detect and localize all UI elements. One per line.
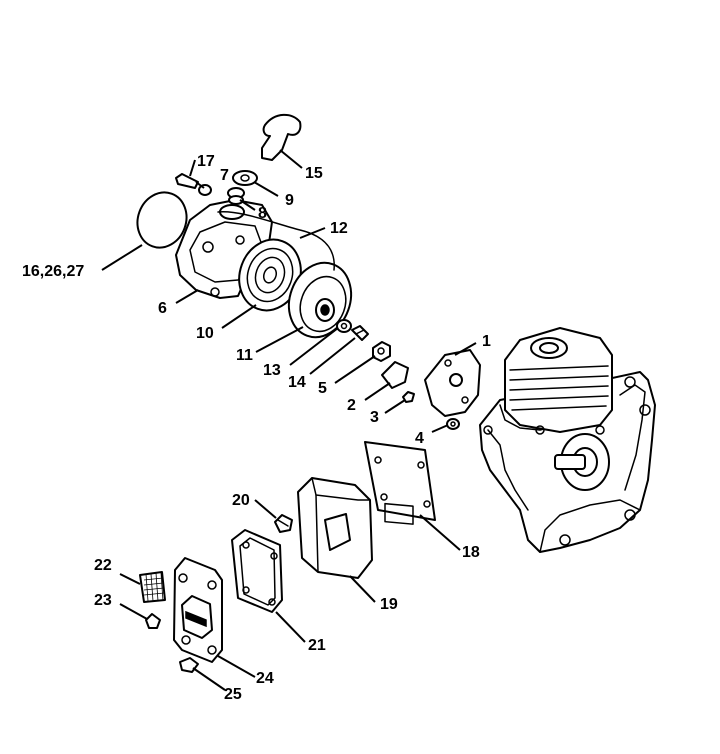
callout-23: 23 [94, 592, 112, 609]
washer-13 [336, 319, 352, 333]
callout-labels: 1 2 3 4 5 6 7 8 9 10 11 12 13 14 15 16,2… [22, 153, 491, 703]
rewind-spring [238, 238, 302, 312]
washer-4 [446, 418, 460, 430]
callout-10: 10 [196, 325, 214, 342]
callout-18: 18 [462, 544, 480, 561]
callout-20: 20 [232, 492, 250, 509]
callout-5: 5 [318, 380, 327, 397]
muffler-body [297, 477, 373, 579]
callout-2: 2 [347, 397, 356, 414]
leader-lines [101, 149, 477, 691]
callout-3: 3 [370, 409, 379, 426]
starter-rope [217, 211, 335, 271]
cover-gasket-ring [136, 191, 188, 249]
callout-22: 22 [94, 557, 112, 574]
screw-20 [274, 514, 293, 533]
callout-16-26-27: 16,26,27 [22, 263, 84, 280]
rope-spring [227, 187, 245, 205]
callout-24: 24 [256, 670, 274, 687]
callout-4: 4 [415, 430, 424, 447]
callout-21: 21 [308, 637, 326, 654]
screw-17 [175, 173, 199, 189]
callout-11: 11 [236, 347, 253, 364]
screw-14 [351, 325, 369, 341]
callout-9: 9 [285, 192, 294, 209]
rope-rotor-pulley [287, 261, 353, 339]
callout-14: 14 [288, 374, 306, 391]
callout-1: 1 [482, 333, 491, 350]
pawl-carrier-flywheel [424, 349, 481, 417]
callout-15: 15 [305, 165, 323, 182]
starter-grip-handle [261, 113, 302, 161]
nut-5 [372, 341, 391, 362]
rope-guide-bush [232, 170, 258, 186]
screw-23 [145, 613, 161, 629]
callout-13: 13 [263, 362, 281, 379]
callout-19: 19 [380, 596, 398, 613]
callout-12: 12 [330, 220, 348, 237]
gasket-18 [364, 441, 436, 525]
callout-8: 8 [258, 205, 267, 222]
muffler-end-plate [173, 557, 223, 663]
gasket-21 [231, 529, 283, 613]
callout-6: 6 [158, 300, 167, 317]
spark-arrestor-screen [139, 571, 166, 603]
pawl [381, 361, 409, 389]
callout-25: 25 [224, 686, 242, 703]
callout-7: 7 [220, 167, 229, 184]
engine-crankcase [479, 327, 656, 553]
pawl-spring [402, 391, 415, 403]
callout-17: 17 [197, 153, 215, 170]
